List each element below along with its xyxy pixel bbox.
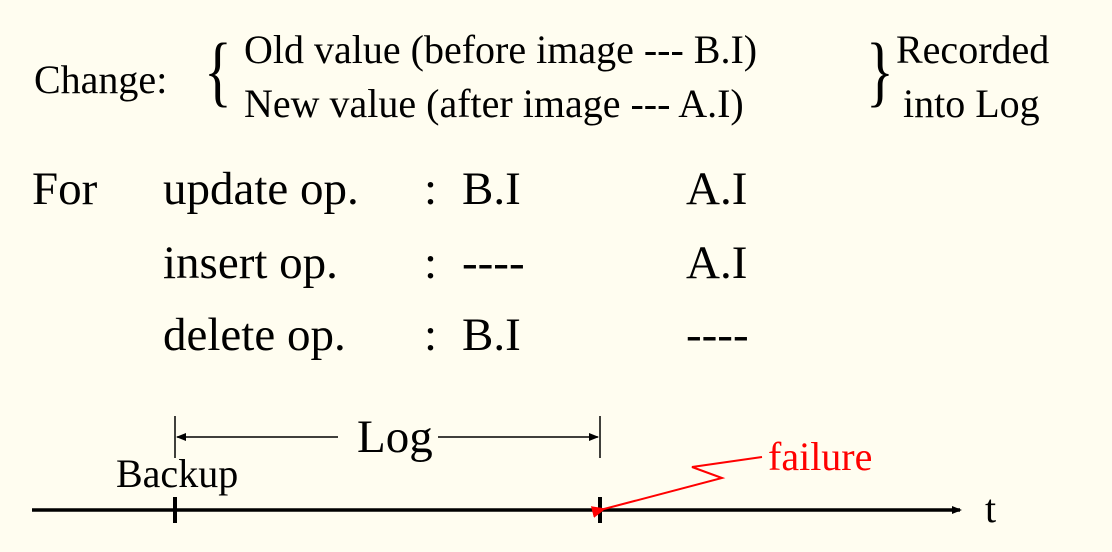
op-update-colon: :: [424, 163, 438, 215]
backup-label: Backup: [116, 451, 239, 496]
time-axis-label: t: [985, 486, 997, 531]
op-insert-after: A.I: [686, 237, 748, 289]
op-delete-colon: :: [424, 309, 438, 361]
right-brace: }: [866, 26, 894, 115]
old-value-text: Old value (before image --- B.I): [244, 27, 758, 72]
op-delete-label: delete op.: [163, 309, 346, 361]
op-update-label: update op.: [163, 163, 359, 215]
failure-label: failure: [768, 434, 873, 479]
into-log-text: into Log: [903, 81, 1040, 126]
left-brace: {: [204, 26, 232, 115]
change-label: Change:: [34, 57, 168, 102]
op-update-after: A.I: [686, 163, 748, 215]
op-delete-before: B.I: [462, 309, 521, 361]
op-insert-before: ----: [462, 237, 525, 289]
op-insert-colon: :: [424, 237, 438, 289]
op-update-before: B.I: [462, 163, 521, 215]
new-value-text: New value (after image --- A.I): [244, 81, 744, 126]
op-delete-after: ----: [686, 309, 749, 361]
op-insert-label: insert op.: [163, 237, 338, 289]
failure-arrow: [590, 456, 763, 518]
for-label: For: [32, 163, 98, 215]
log-label: Log: [357, 411, 433, 463]
recorded-text: Recorded: [896, 27, 1050, 72]
